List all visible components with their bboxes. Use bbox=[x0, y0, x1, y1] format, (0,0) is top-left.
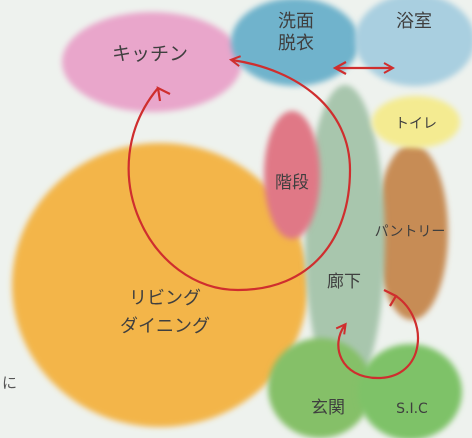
washroom-zone bbox=[231, 0, 359, 86]
sic-zone bbox=[358, 344, 462, 438]
living-label-line1: リビング bbox=[129, 288, 201, 309]
side-note: に bbox=[2, 374, 18, 392]
living-dining-zone bbox=[12, 143, 308, 427]
stairs-zone bbox=[264, 111, 320, 239]
hallway-label: 廊下 bbox=[327, 272, 361, 292]
bathroom-label: 浴室 bbox=[396, 11, 432, 32]
toilet-label: トイレ bbox=[395, 116, 437, 132]
living-label-line2: ダイニング bbox=[120, 316, 210, 337]
washroom-label-line2: 脱衣 bbox=[278, 33, 314, 54]
stairs-label: 階段 bbox=[275, 173, 309, 193]
washroom-label-line1: 洗面 bbox=[278, 11, 314, 32]
entrance-label: 玄関 bbox=[311, 398, 345, 418]
kitchen-living-loop-arrowhead-start bbox=[156, 86, 171, 102]
kitchen-living-loop-arrow bbox=[127, 60, 352, 292]
washroom-bath-arrowhead-start bbox=[332, 61, 347, 75]
kitchen-label: キッチン bbox=[112, 43, 188, 65]
entrance-zone bbox=[268, 338, 372, 438]
sic-label: S.I.C bbox=[396, 401, 428, 417]
hallway-zone bbox=[305, 85, 385, 395]
pantry-label: パントリー bbox=[375, 224, 446, 240]
kitchen-zone bbox=[62, 12, 242, 112]
entrance-hall-arrow bbox=[338, 295, 419, 380]
pantry-zone bbox=[376, 144, 448, 320]
entrance-hall-arrowhead-start bbox=[383, 289, 398, 307]
toilet-zone bbox=[372, 96, 460, 148]
